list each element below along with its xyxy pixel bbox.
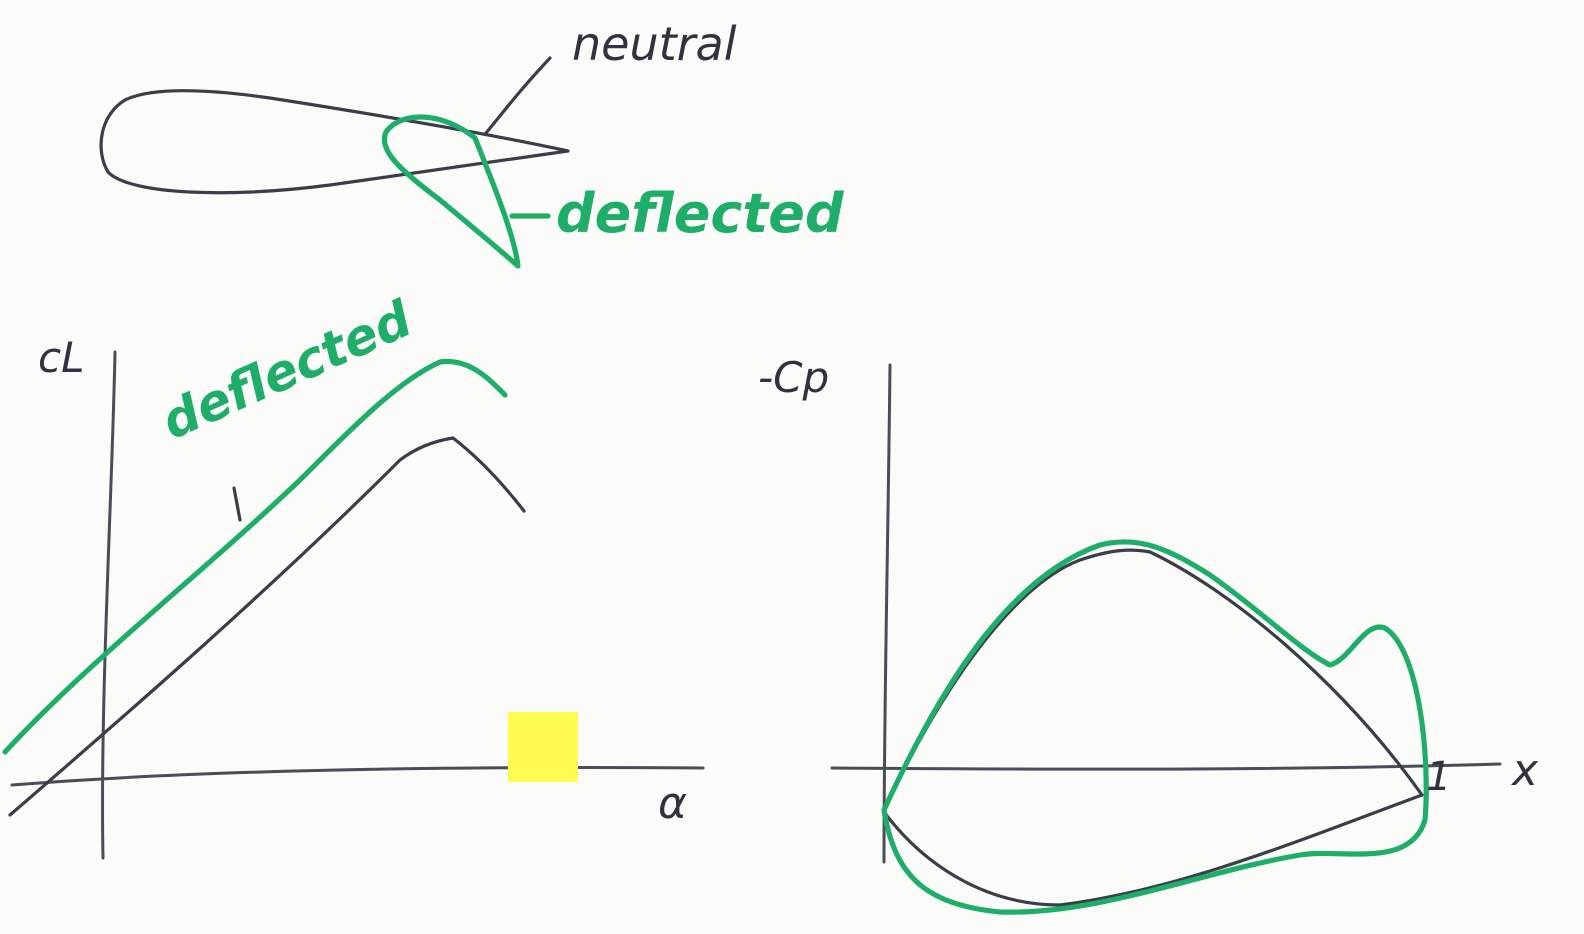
cp-x-axis-label: x — [1510, 745, 1539, 796]
lift-curve-leader-tick — [232, 486, 242, 522]
highlight-marker — [508, 712, 578, 782]
airfoil-sketch: neutral deflected — [99, 17, 845, 269]
cp-y-axis — [882, 363, 892, 864]
neutral-airfoil — [99, 89, 570, 195]
lift-y-axis-label: cL — [38, 333, 85, 382]
lift-curve-deflected — [2, 358, 508, 755]
neutral-leader-line — [484, 56, 552, 135]
cp-y-axis-label: -Cp — [758, 353, 829, 402]
pressure-plot: -Cp 1 x — [758, 353, 1539, 915]
cp-curve-deflected — [881, 539, 1429, 915]
lift-x-axis-label: α — [658, 778, 687, 829]
lift-curve-neutral — [8, 436, 526, 817]
neutral-label: neutral — [572, 17, 737, 71]
cp-x-end-tick: 1 — [1426, 754, 1451, 800]
deflected-flap — [381, 114, 521, 269]
lift-deflected-label: deflected — [153, 289, 421, 451]
lift-x-axis — [10, 766, 705, 787]
deflected-label: deflected — [556, 182, 845, 245]
lift-y-axis — [101, 350, 117, 860]
lift-curve-plot: cL α deflected — [2, 289, 705, 860]
cp-x-axis — [830, 762, 1502, 771]
cp-curve-neutral — [882, 548, 1424, 907]
